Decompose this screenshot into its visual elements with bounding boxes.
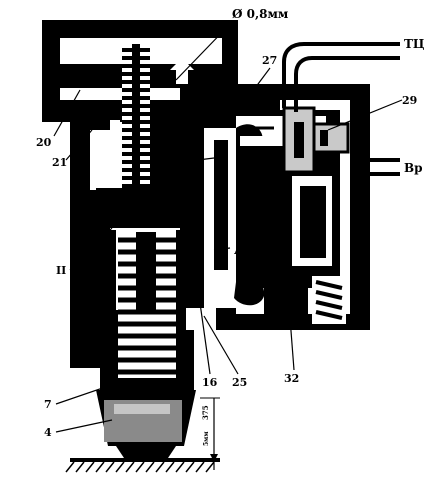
label-part-29: 29 [402, 94, 417, 107]
label-part-ii: II [56, 264, 66, 277]
label-diameter: Ø 0,8мм [232, 7, 289, 21]
leader-lines [53, 21, 403, 433]
label-dim-value: 375 [201, 405, 210, 420]
dimension-marker [200, 397, 220, 470]
label-dim-small: 5мм [203, 431, 210, 446]
label-part-20: 20 [36, 136, 52, 149]
labels: Ø 0,8мм ТЦ Вр Б А 20 21 27 29 II 16 25 3… [36, 7, 425, 446]
ground [65, 458, 220, 473]
label-chamber-a: А [234, 243, 244, 257]
upper-spring [122, 44, 150, 214]
plunger-cup [96, 390, 196, 458]
label-part-16: 16 [202, 376, 218, 389]
upper-cylinder [42, 20, 238, 122]
pipes [282, 42, 400, 176]
lower-sleeve [100, 310, 194, 392]
label-br: Вр [404, 161, 423, 175]
label-chamber-b: Б [188, 153, 198, 167]
label-part-4: 4 [44, 426, 52, 439]
lower-spring [118, 232, 176, 399]
label-part-27: 27 [262, 54, 277, 67]
label-part-7: 7 [44, 398, 52, 411]
ball-valves [234, 124, 290, 306]
label-part-32: 32 [284, 372, 299, 385]
label-part-25: 25 [232, 376, 247, 389]
label-part-21: 21 [52, 156, 67, 169]
label-tc: ТЦ [404, 37, 425, 51]
right-spring [312, 276, 346, 324]
